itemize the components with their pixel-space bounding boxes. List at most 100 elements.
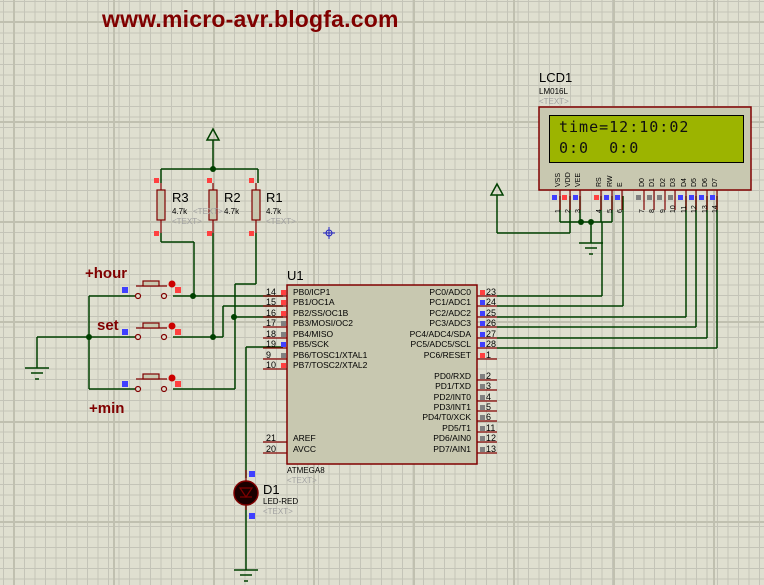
mcu-pin-name: PC4/ADC4/SDA xyxy=(409,329,471,339)
lcd-pin-number: 1 xyxy=(555,209,562,213)
lcd-pin-number: 4 xyxy=(596,209,603,213)
button-hour-label: +hour xyxy=(85,265,128,282)
mcu-pin-name: PD2/INT0 xyxy=(433,392,471,402)
resistor-r2 xyxy=(208,189,218,221)
ground-icon xyxy=(25,242,603,582)
mcu-pin-name: PC0/ADC0 xyxy=(429,287,471,297)
resistor-r1 xyxy=(251,189,261,221)
lcd-pin-label: D1 xyxy=(649,178,656,187)
resistor-r1-ref: R1 xyxy=(266,190,283,205)
mcu-pin-lines xyxy=(263,295,497,454)
lcd-pin-number: 7 xyxy=(639,209,646,213)
lcd-pin-label: D5 xyxy=(691,178,698,187)
mcu-pin-name: AVCC xyxy=(293,444,316,454)
lcd-pin-label: D0 xyxy=(639,178,646,187)
mcu-pin-name: PD7/AIN1 xyxy=(433,444,471,454)
lcd-pin-label: VDD xyxy=(565,172,572,187)
mcu-pin-name: PB6/TOSC1/XTAL1 xyxy=(293,350,368,360)
lcd-pin-label: D7 xyxy=(712,178,719,187)
lcd-pin-number: 3 xyxy=(575,209,582,213)
lcd-pin-number: 9 xyxy=(660,209,667,213)
mcu-pin-number: 20 xyxy=(266,444,277,454)
led-d1[interactable] xyxy=(233,470,259,519)
mcu-pin-number: 13 xyxy=(486,444,497,454)
mcu-pin-name: PD0/RXD xyxy=(434,371,471,381)
lcd-pin-number: 8 xyxy=(649,209,656,213)
resistor-r2-text: <TEXT> xyxy=(193,207,223,216)
lcd-line-2: 0:0 0:0 xyxy=(559,139,640,157)
lcd-pin-label: VSS xyxy=(555,172,562,187)
lcd-pin-label: D6 xyxy=(702,178,709,187)
lcd-pin-label: VEE xyxy=(575,172,582,187)
mcu-text: <TEXT> xyxy=(287,476,317,485)
mcu-pin-name: PC2/ADC2 xyxy=(429,308,471,318)
mcu-pin-number: 9 xyxy=(266,350,272,360)
lcd-pin-number: 14 xyxy=(712,205,719,213)
mcu-pin-name: PD3/INT1 xyxy=(433,402,471,412)
lcd-pin-number: 2 xyxy=(565,209,572,213)
mcu-pin-number: 24 xyxy=(486,297,497,307)
lcd-pin-label: D4 xyxy=(681,178,688,187)
resistor-r1-text: <TEXT> xyxy=(266,217,296,226)
mcu-pin-name: PB3/MOSI/OC2 xyxy=(293,318,353,328)
mcu-pin-number: 28 xyxy=(486,339,497,349)
mcu-pin-number: 10 xyxy=(266,360,277,370)
mcu-pin-number: 21 xyxy=(266,433,277,443)
mcu-pin-name: PC5/ADC5/SCL xyxy=(410,339,471,349)
lcd-line-1: time=12:10:02 xyxy=(559,118,690,136)
resistor-r2-value: 4.7k xyxy=(224,207,240,216)
power-terminal-icon xyxy=(205,127,505,196)
lcd-pin-states xyxy=(552,195,715,200)
led-part: LED-RED xyxy=(263,497,299,506)
origin-marker-icon xyxy=(323,227,335,239)
mcu-pin-number: 5 xyxy=(486,402,492,412)
mcu-body[interactable] xyxy=(286,284,478,465)
mcu-pin-number: 25 xyxy=(486,308,497,318)
led-text: <TEXT> xyxy=(263,507,293,516)
lcd-ref: LCD1 xyxy=(539,70,573,85)
led-ref: D1 xyxy=(263,482,280,497)
junctions xyxy=(86,166,594,340)
lcd-pin-lines xyxy=(559,190,718,210)
mcu-pin-number: 2 xyxy=(486,371,492,381)
lcd-pin-label: RW xyxy=(607,175,614,187)
mcu-pin-number: 19 xyxy=(266,339,277,349)
resistor-r3 xyxy=(156,189,166,221)
mcu-pin-name: PD5/T1 xyxy=(442,423,471,433)
resistor-bodies[interactable] xyxy=(154,178,261,236)
mcu-pin-name: PC3/ADC3 xyxy=(429,318,471,328)
mcu-pin-name: PB7/TOSC2/XTAL2 xyxy=(293,360,368,370)
mcu-pin-name: PD4/T0/XCK xyxy=(422,412,471,422)
resistor-r3-ref: R3 xyxy=(172,190,189,205)
push-buttons[interactable] xyxy=(122,280,181,393)
mcu-pin-name: PB4/MISO xyxy=(293,329,334,339)
mcu-ref: U1 xyxy=(287,268,304,283)
site-title: www.micro-avr.blogfa.com xyxy=(102,6,399,32)
mcu-pin-number: 23 xyxy=(486,287,497,297)
mcu-pin-number: 15 xyxy=(266,297,277,307)
resistor-r1-value: 4.7k xyxy=(266,207,282,216)
resistor-r3-value: 4.7k xyxy=(172,207,188,216)
mcu-pin-number: 12 xyxy=(486,433,497,443)
mcu-part: ATMEGA8 xyxy=(287,466,325,475)
mcu-pin-number: 11 xyxy=(486,423,496,433)
resistor-r2-ref: R2 xyxy=(224,190,241,205)
lcd-pin-label: RS xyxy=(596,177,603,187)
lcd-pin-label: D3 xyxy=(670,178,677,187)
lcd-pin-number: 10 xyxy=(670,205,677,213)
mcu-pin-states xyxy=(281,290,485,452)
lcd-pin-number: 5 xyxy=(607,209,614,213)
lcd-text: <TEXT> xyxy=(539,97,569,106)
mcu-pin-number: 1 xyxy=(486,350,492,360)
mcu-pin-name: PB0/ICP1 xyxy=(293,287,331,297)
mcu-pin-number: 17 xyxy=(266,318,277,328)
mcu-pin-name: PB2/SS/OC1B xyxy=(293,308,349,318)
lcd-pin-label: D2 xyxy=(660,178,667,187)
button-set-label: set xyxy=(97,317,119,334)
mcu-pin-name: PC1/ADC1 xyxy=(429,297,471,307)
lcd-screen: time=12:10:02 0:0 0:0 xyxy=(549,115,744,163)
mcu-pin-number: 18 xyxy=(266,329,277,339)
lcd-pin-number: 11 xyxy=(681,205,688,213)
mcu-pin-number: 16 xyxy=(266,308,277,318)
